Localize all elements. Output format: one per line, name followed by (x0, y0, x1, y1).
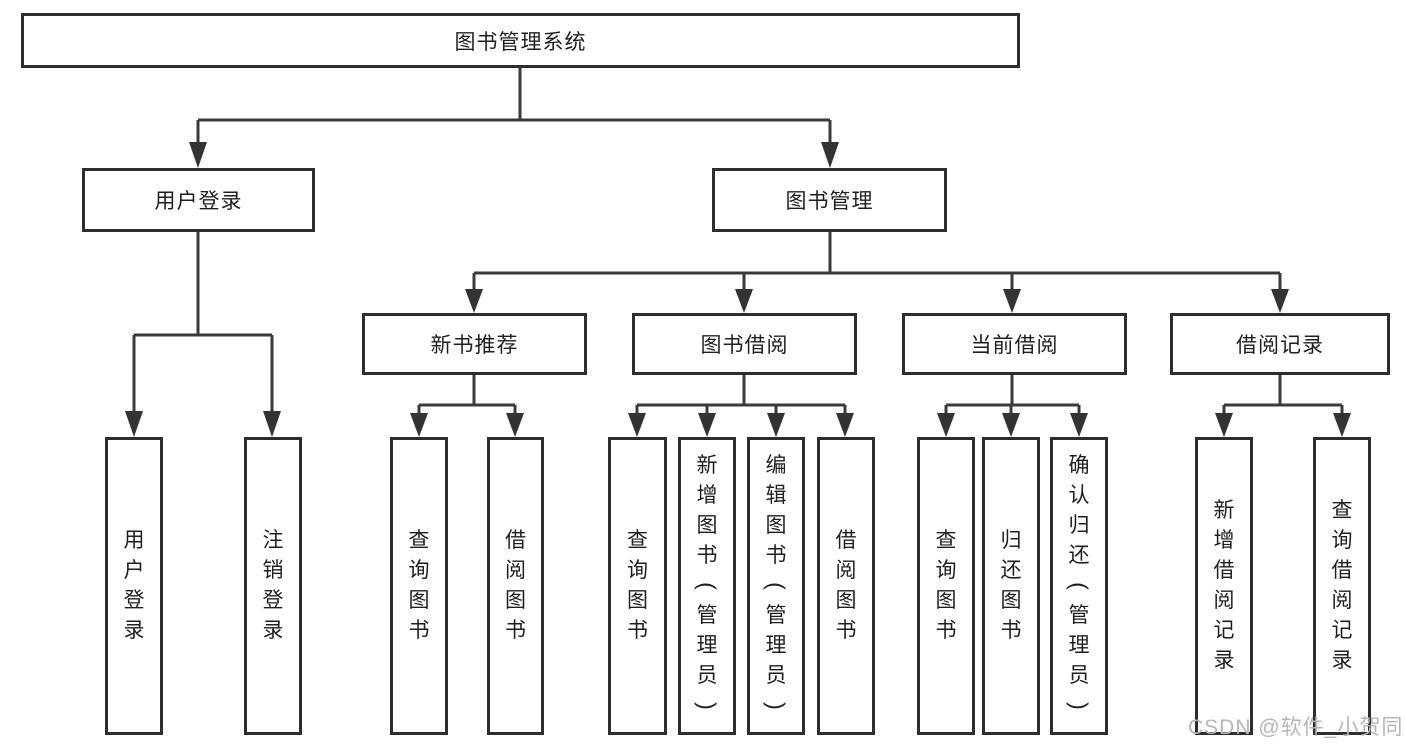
leaf-add-borrow-record: 新增借阅记录 (1195, 437, 1253, 735)
leaf-add-books-admin: 新增图书(管理员) (678, 437, 736, 735)
node-label: 图书管理系统 (454, 30, 587, 54)
leaf-edit-books-admin: 编辑图书(管理员) (747, 437, 805, 735)
connector-borrowrecords-to-leaves (1215, 375, 1351, 437)
node-label: 图书管理 (785, 190, 874, 213)
leaf-user-login: 用户登录 (105, 437, 163, 735)
leaf-query-books-borrow: 查询图书 (608, 437, 667, 735)
node-label: 查询图书 (627, 529, 648, 642)
leaf-return-books: 归还图书 (982, 437, 1040, 735)
leaf-logout: 注销登录 (244, 437, 302, 735)
node-label: 借阅图书 (835, 529, 857, 642)
node-label: 用户登录 (154, 190, 243, 213)
csdn-watermark: CSDN @软件_小贺同学 (1188, 716, 1405, 739)
connector-userlogin-to-leaves (125, 232, 281, 437)
node-current-borrowing: 当前借阅 (902, 313, 1127, 375)
node-label: 当前借阅 (970, 334, 1059, 357)
node-label: 新增图书(管理员) (694, 454, 720, 710)
node-label: 确认归还(管理员) (1066, 454, 1092, 710)
leaf-borrow-books: 借阅图书 (817, 437, 875, 735)
node-borrowing-records: 借阅记录 (1170, 313, 1390, 375)
node-book-borrowing: 图书借阅 (632, 313, 857, 375)
connector-bookborrow-to-leaves (628, 375, 854, 437)
node-label: 注销登录 (262, 529, 284, 642)
node-label: 查询借阅记录 (1331, 499, 1353, 672)
connector-currentborrow-to-leaves (937, 375, 1088, 437)
node-label: 图书借阅 (700, 334, 789, 357)
node-user-login: 用户登录 (82, 168, 315, 232)
node-label: 借阅图书 (505, 529, 526, 642)
node-label: 查询图书 (408, 529, 430, 642)
connector-bookmgmt-to-level3 (465, 232, 1289, 313)
leaf-query-books-current: 查询图书 (917, 437, 975, 735)
node-label: 借阅记录 (1236, 334, 1324, 357)
node-label: 查询图书 (935, 529, 957, 642)
node-root-library-system: 图书管理系统 (21, 13, 1020, 68)
leaf-query-borrow-record: 查询借阅记录 (1313, 437, 1371, 735)
leaf-query-books-rec: 查询图书 (390, 437, 448, 735)
node-label: 新增借阅记录 (1213, 499, 1235, 672)
node-book-management: 图书管理 (712, 168, 947, 232)
node-label: 用户登录 (123, 529, 145, 642)
node-new-book-recommendation: 新书推荐 (362, 313, 587, 375)
connector-newbookrec-to-leaves (410, 375, 524, 437)
node-label: 归还图书 (1000, 529, 1022, 642)
connector-root-to-level2 (189, 68, 839, 168)
leaf-borrow-books-rec: 借阅图书 (487, 437, 544, 735)
node-label: 新书推荐 (430, 334, 519, 357)
node-label: 编辑图书(管理员) (763, 454, 789, 710)
leaf-confirm-return-admin: 确认归还(管理员) (1050, 437, 1108, 735)
